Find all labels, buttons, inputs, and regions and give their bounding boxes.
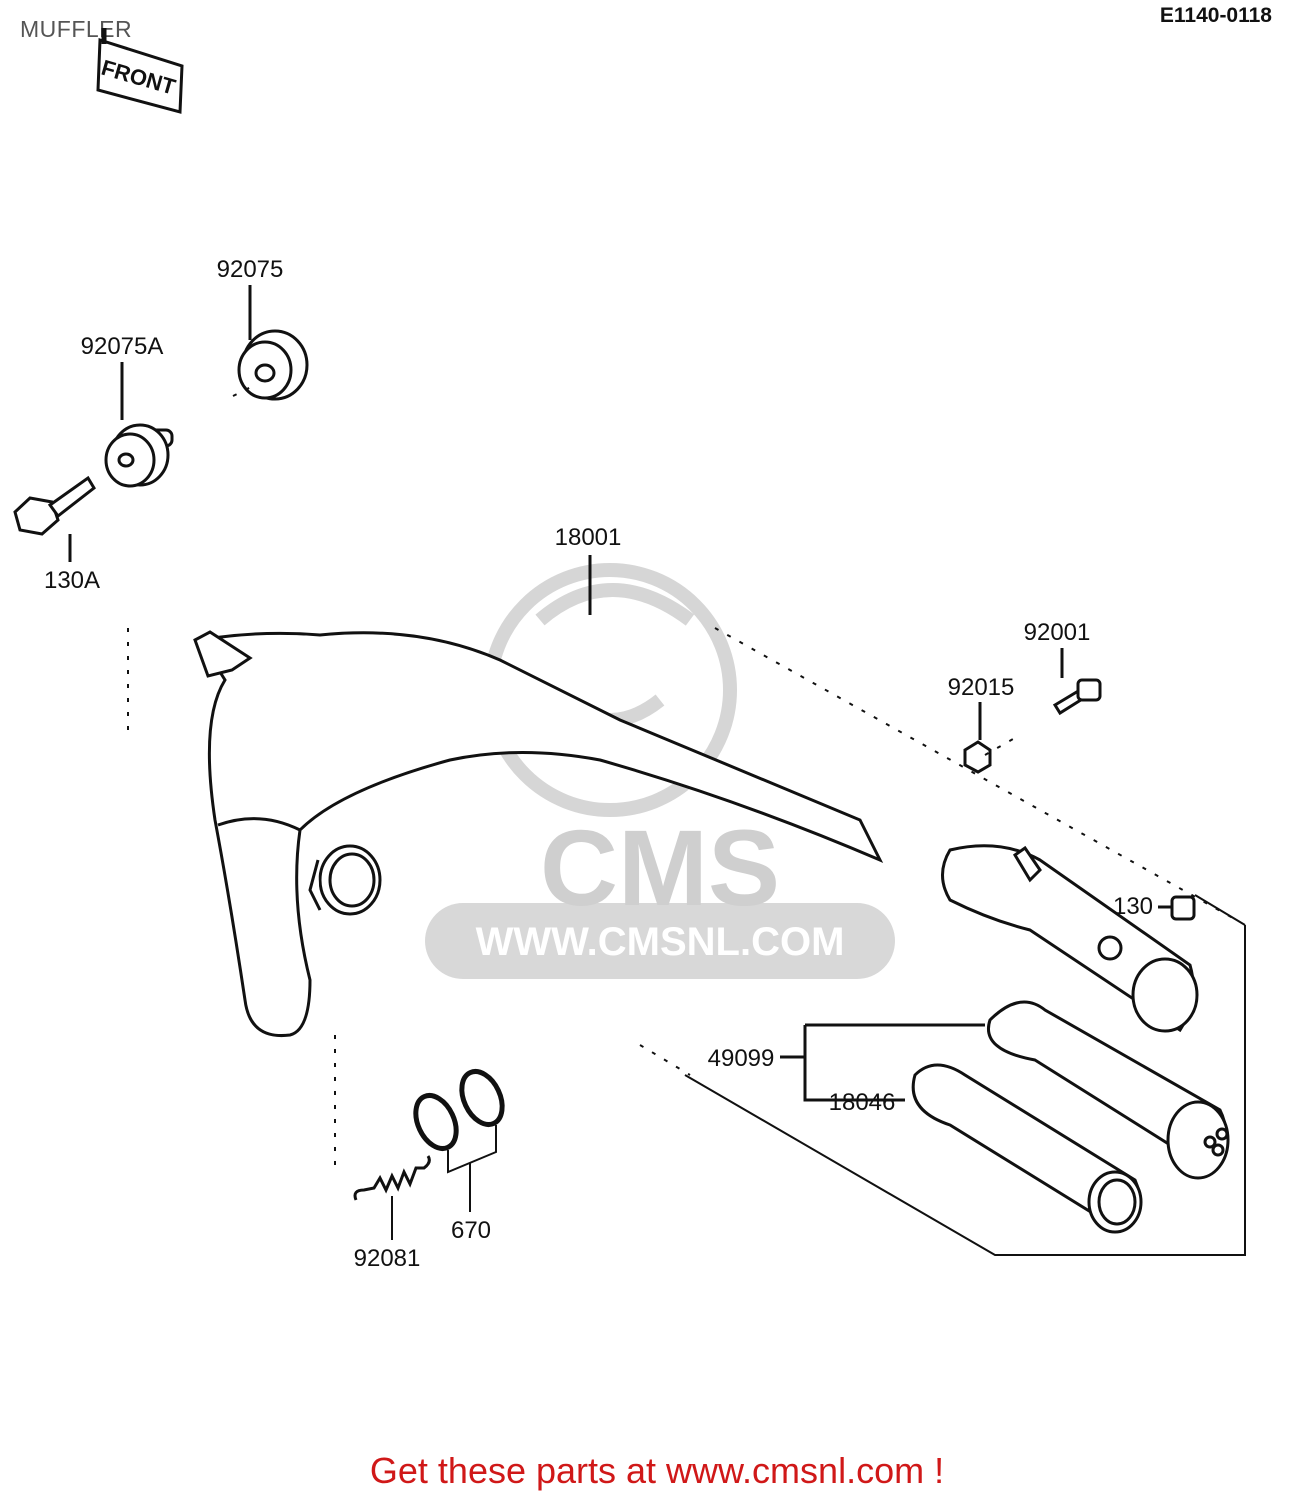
front-direction-marker: FRONT bbox=[96, 28, 184, 114]
callout-92015: 92015 bbox=[948, 674, 1015, 701]
callout-18046: 18046 bbox=[829, 1089, 896, 1116]
bolt-130 bbox=[1158, 895, 1196, 921]
callout-49099: 49099 bbox=[708, 1045, 775, 1072]
bolt-130A bbox=[13, 475, 96, 562]
watermark: CMS WWW.CMSNL.COM bbox=[425, 563, 895, 979]
watermark-logo-text: CMS bbox=[540, 807, 780, 928]
alignment-lines bbox=[127, 383, 1241, 1170]
watermark-url-pill bbox=[425, 903, 895, 979]
callout-92001: 92001 bbox=[1024, 619, 1091, 646]
callout-92081: 92081 bbox=[354, 1245, 421, 1272]
watermark-url-text: WWW.CMSNL.COM bbox=[476, 920, 845, 964]
gaskets-670 bbox=[413, 1069, 505, 1212]
callout-92075A: 92075A bbox=[81, 333, 164, 360]
page-title: MUFFLER bbox=[20, 16, 133, 42]
callout-130: 130 bbox=[1113, 893, 1153, 920]
callout-130A: 130A bbox=[44, 567, 100, 594]
tube-18046 bbox=[911, 1063, 1143, 1234]
spring-92081 bbox=[353, 1155, 431, 1240]
callout-18001: 18001 bbox=[555, 524, 622, 551]
silencer-assembly-outline bbox=[684, 894, 1246, 1256]
collar-92075A bbox=[104, 362, 174, 488]
callout-670: 670 bbox=[451, 1217, 491, 1244]
silencer-body bbox=[941, 844, 1199, 1033]
callout-92075: 92075 bbox=[217, 256, 284, 283]
footer-link-text[interactable]: Get these parts at www.cmsnl.com ! bbox=[369, 1450, 945, 1491]
exhaust-chamber-18001 bbox=[193, 555, 884, 1038]
diagram-code: E1140-0118 bbox=[1159, 4, 1272, 27]
bracket-49099-18046 bbox=[780, 1023, 985, 1102]
tube-49099 bbox=[987, 1000, 1230, 1180]
damper-92075 bbox=[237, 285, 309, 401]
nut-92015 bbox=[963, 702, 992, 774]
bolt-92001 bbox=[1052, 648, 1102, 716]
